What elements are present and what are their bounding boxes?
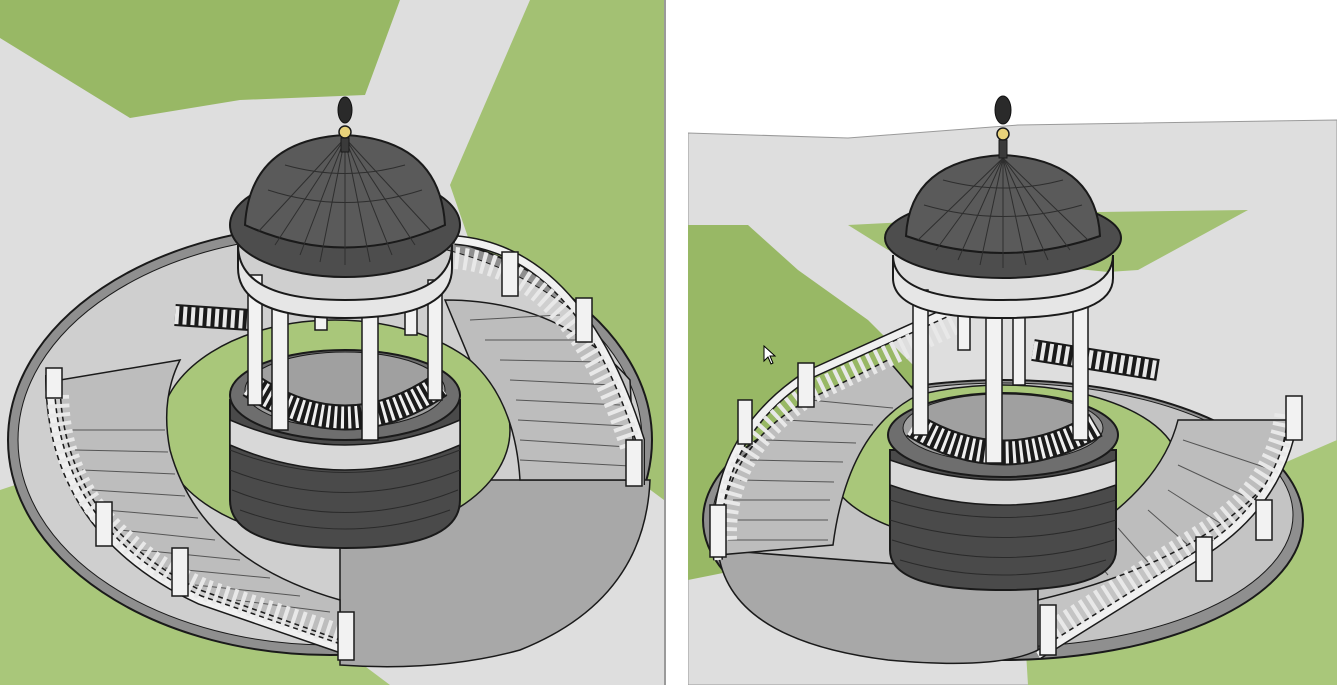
scene-right [688,0,1337,685]
entablature [892,254,1114,320]
inner-balustrade-left [174,304,251,331]
balustrade-left-posts [45,367,355,661]
finial-ornament [337,96,353,124]
tower-brick-courses [229,449,461,530]
stair-left-steps [728,399,894,541]
finial-ornament [994,95,1012,125]
tower-band [229,418,461,471]
balustrade-right-posts [501,251,643,487]
finial-ball [338,125,352,139]
lawn-top [0,0,400,118]
balustrade-left-balusters [714,312,963,541]
perspective-view-right[interactable] [688,0,1337,685]
pavilion-columns [247,274,443,441]
stair-right-steps [469,314,631,467]
tower-base [229,399,461,550]
dome-ribs [917,157,1089,268]
dome-ribs [257,137,433,265]
balustrade-right-posts [1039,395,1303,656]
viewport-divider[interactable] [664,0,666,685]
scene-left [0,0,664,685]
finial-stem [340,137,350,153]
entablature [237,244,453,320]
balustrade-right-balusters [453,247,643,454]
viewport-gap [666,0,688,685]
balustrade-left-posts [709,362,815,558]
finial-ball [996,127,1010,141]
tower-band [889,458,1117,506]
perspective-view-left[interactable] [0,0,664,685]
pavilion-columns [912,289,1089,464]
finial-stem [998,139,1008,159]
mouse-cursor-icon [763,345,777,365]
balustrade-right-rail-top [454,236,644,485]
tower-brick-courses [889,499,1117,576]
